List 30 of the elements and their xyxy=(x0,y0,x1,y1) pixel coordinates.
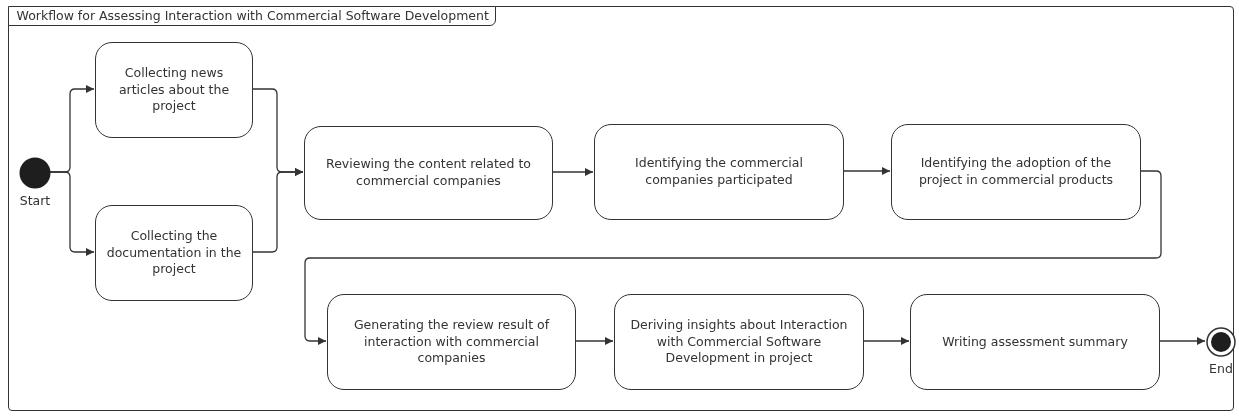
activity-label: Collecting the documentation in the project xyxy=(105,227,243,279)
activity-box xyxy=(327,294,576,390)
frame xyxy=(8,6,1234,411)
arrow xyxy=(842,167,891,175)
activity-box xyxy=(594,124,844,220)
node-caption: End xyxy=(1209,361,1233,376)
activity-box xyxy=(95,42,253,138)
arrow xyxy=(251,168,304,253)
activity-label: Deriving insights about Interaction with Commercial Software Development in project xyxy=(629,316,849,368)
node-caption: Start xyxy=(19,193,51,208)
activity-box xyxy=(614,294,864,390)
activity-box xyxy=(910,294,1160,390)
activity-box xyxy=(891,124,1141,220)
activity-label: Collecting news articles about the project xyxy=(117,64,231,116)
activity-box xyxy=(95,205,253,301)
activity-label: Identifying the adoption of the project in commercial products xyxy=(917,155,1115,189)
arrow xyxy=(574,337,614,345)
arrow xyxy=(1158,337,1206,345)
arrow xyxy=(304,170,1162,345)
start-node xyxy=(19,157,51,189)
activity-label: Generating the review result of interaction with commercial companies xyxy=(352,316,551,368)
activity-label: Writing assessment summary xyxy=(942,333,1128,351)
activity-box xyxy=(304,126,553,220)
activity-label: Reviewing the content related to commercial companies xyxy=(325,156,532,190)
activity-label: Identifying the commercial companies participated xyxy=(634,155,804,189)
arrow xyxy=(862,337,910,345)
end-node xyxy=(1206,327,1236,357)
frame-title: Workflow for Assessing Interaction with Commercial Software Development xyxy=(7,5,496,26)
arrow xyxy=(49,171,95,256)
arrow xyxy=(551,168,594,176)
